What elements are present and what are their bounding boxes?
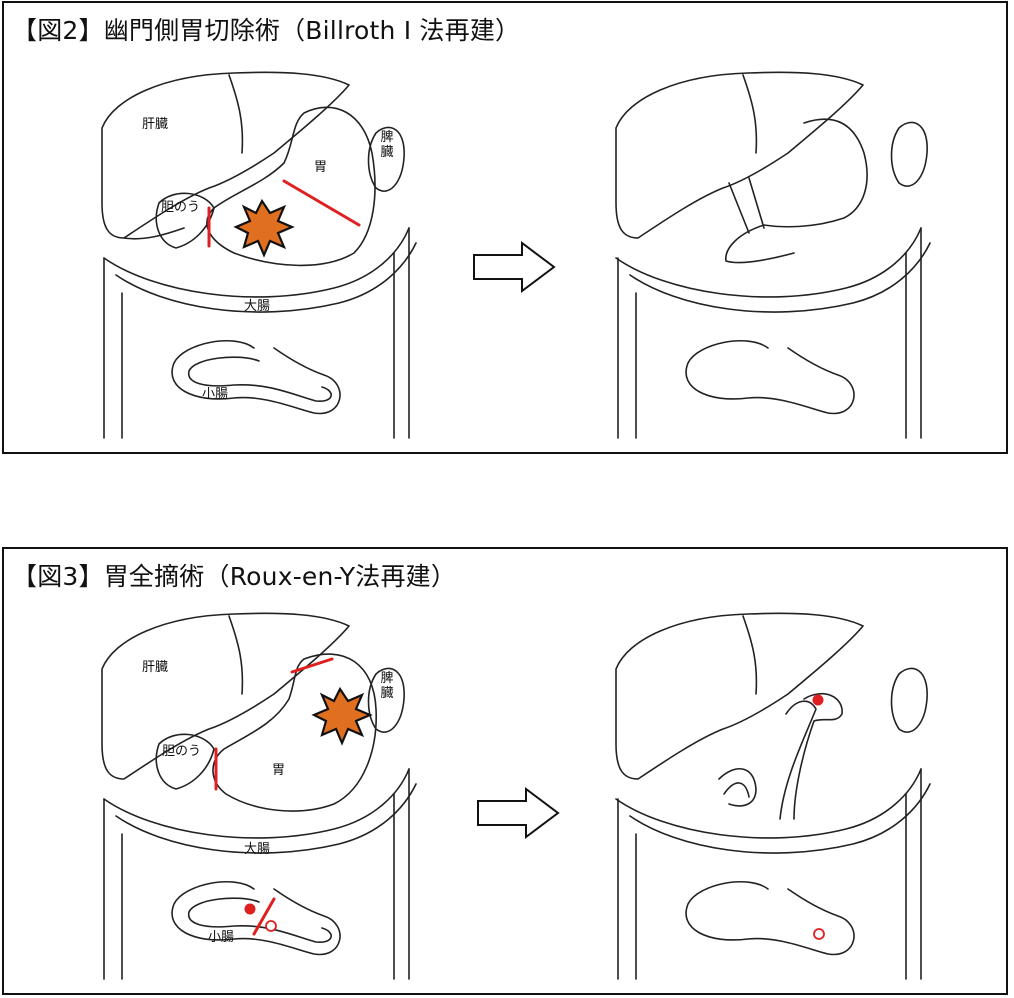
- cut-line-small-intestine: [252, 897, 276, 936]
- label-liver: 肝臓: [142, 660, 169, 675]
- label-small-intestine: 小腸: [208, 930, 235, 945]
- label-large-intestine: 大腸: [244, 842, 271, 857]
- filled-dot-marker-after: [812, 694, 824, 706]
- label-stomach: 胃: [314, 160, 328, 175]
- small-intestine-shape: [171, 340, 341, 415]
- tumor-burst-icon: [233, 198, 295, 258]
- spleen-shape: [367, 667, 405, 733]
- liver-shape: [101, 71, 350, 239]
- liver-shape: [101, 612, 350, 780]
- figure-3-panel: 【図3】胃全摘術（Roux-en-Y法再建）: [2, 547, 1008, 995]
- filled-dot-marker: [244, 903, 256, 915]
- stomach-shape: [206, 106, 376, 267]
- spleen-shape-after: [890, 667, 928, 733]
- open-circle-marker: [265, 920, 277, 932]
- gallbladder-shape: [155, 192, 215, 249]
- spleen-shape-after: [890, 121, 928, 187]
- right-arrow-icon: [473, 241, 556, 293]
- open-circle-marker-after: [813, 928, 825, 940]
- liver-shape-after: [615, 612, 864, 780]
- liver-shape-after: [615, 71, 864, 239]
- tumor-burst-icon: [311, 686, 373, 746]
- roux-limb-shape: [779, 693, 843, 820]
- cut-line-esophagus: [290, 657, 334, 674]
- figure-3-title: 【図3】胃全摘術（Roux-en-Y法再建）: [12, 562, 457, 591]
- label-small-intestine: 小腸: [202, 387, 229, 402]
- gallbladder-shape: [155, 733, 215, 790]
- label-large-intestine: 大腸: [244, 299, 271, 314]
- label-gallbladder: 胆のう: [162, 744, 202, 759]
- spleen-shape: [367, 126, 405, 192]
- small-intestine-shape: [171, 881, 341, 956]
- label-spleen: 脾 臓: [380, 130, 394, 160]
- large-intestine-shape: [103, 227, 417, 313]
- right-arrow-icon: [477, 787, 560, 839]
- large-intestine-shape: [103, 768, 417, 854]
- label-spleen: 脾 臓: [380, 671, 394, 701]
- figure-2-panel: 【図2】幽門側胃切除術（Billroth Ⅰ 法再建）: [2, 1, 1008, 454]
- label-stomach: 胃: [272, 763, 286, 778]
- figure-3-illustration: [101, 612, 931, 980]
- figure-2-illustration: [101, 71, 931, 439]
- label-liver: 肝臓: [142, 117, 169, 132]
- remnant-stomach-shape: [725, 118, 868, 264]
- label-gallbladder: 胆のう: [161, 200, 201, 215]
- cut-line-stomach: [282, 179, 361, 227]
- figure-2-title: 【図2】幽門側胃切除術（Billroth Ⅰ 法再建）: [12, 16, 521, 45]
- stomach-shape: [212, 653, 377, 812]
